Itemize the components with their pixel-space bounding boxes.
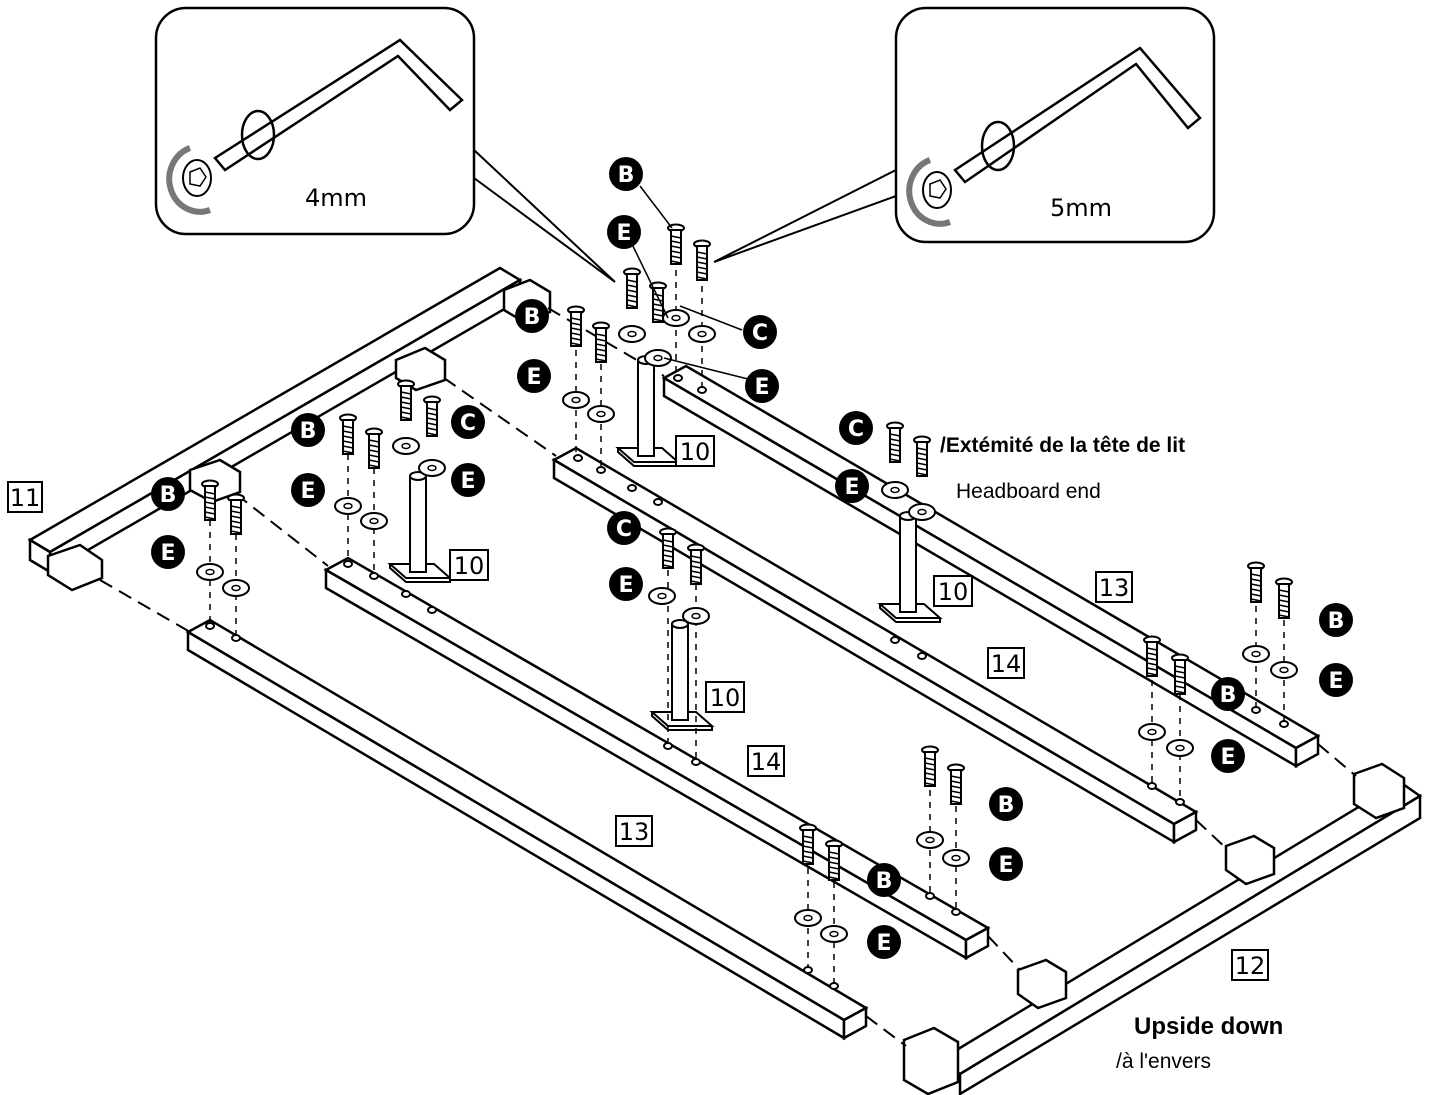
marker-e: E [835,469,869,503]
hardware-set [196,223,1298,990]
part-labels: 11 10 10 10 10 13 14 14 13 12 [7,435,1269,981]
svg-text:10: 10 [454,552,485,580]
headboard-label-en: Headboard end [956,480,1101,503]
marker-c: C [839,411,873,445]
svg-text:14: 14 [991,650,1022,678]
svg-text:12: 12 [1235,952,1266,980]
marker-b: B [291,413,325,447]
svg-text:10: 10 [710,684,741,712]
callout-label-4mm: 4mm [305,184,367,212]
svg-text:B: B [1220,683,1237,708]
callout-4mm: 4mm [154,6,616,283]
marker-e: E [451,463,485,497]
marker-e: E [1211,739,1245,773]
marker-e: E [867,925,901,959]
marker-c: C [607,511,641,545]
svg-text:13: 13 [1099,574,1130,602]
svg-text:14: 14 [751,748,782,776]
svg-text:13: 13 [619,818,650,846]
marker-b: B [609,157,643,191]
leader-lines [629,185,753,381]
marker-e: E [291,473,325,507]
marker-e: E [989,847,1023,881]
svg-text:B: B [160,483,177,508]
marker-e: E [151,535,185,569]
allen-key-icon [166,38,464,215]
marker-b: B [867,863,901,897]
marker-c: C [743,315,777,349]
part-label-10: 10 [449,549,489,581]
svg-text:11: 11 [10,484,41,512]
svg-text:E: E [1328,669,1343,694]
support-post [651,619,713,731]
svg-text:10: 10 [938,578,969,606]
marker-e: E [1319,663,1353,697]
marker-e: E [745,369,779,403]
callout-label-5mm: 5mm [1050,194,1112,222]
svg-text:E: E [160,541,175,566]
marker-e: E [517,359,551,393]
marker-b: B [989,787,1023,821]
svg-text:E: E [876,931,891,956]
part-label-13: 13 [615,815,653,847]
marker-c: C [451,405,485,439]
marker-e: E [607,215,641,249]
part-label-12: 12 [1231,949,1269,981]
svg-text:10: 10 [680,438,711,466]
svg-text:B: B [524,305,541,330]
callout-5mm: 5mm [713,6,1216,263]
upside-down-label-fr: /à l'envers [1116,1050,1211,1073]
svg-text:E: E [300,479,315,504]
svg-text:E: E [1220,745,1235,770]
svg-text:E: E [460,469,475,494]
svg-text:B: B [998,793,1015,818]
part-label-11: 11 [7,481,43,513]
svg-text:E: E [618,573,633,598]
svg-text:B: B [1328,609,1345,634]
svg-text:C: C [848,417,864,442]
svg-text:B: B [618,163,635,188]
upside-down-label-en: Upside down [1134,1013,1283,1040]
svg-text:E: E [844,475,859,500]
svg-text:E: E [526,365,541,390]
svg-text:E: E [754,375,769,400]
svg-text:E: E [998,853,1013,878]
rail-part-14-back [551,446,1199,845]
part-label-14: 14 [747,745,785,777]
svg-text:B: B [876,869,893,894]
marker-b: B [151,477,185,511]
rail-part-13-front [185,618,869,1041]
svg-text:C: C [616,517,632,542]
marker-b: B [1211,677,1245,711]
part-label-10: 10 [705,681,745,713]
marker-b: B [515,299,549,333]
hardware-markers: B E B C E E C B C E E E B C E E B E B E … [151,157,1353,959]
svg-text:C: C [460,411,476,436]
allen-key-icon [906,46,1202,227]
frame-part-12 [902,762,1423,1095]
marker-b: B [1319,603,1353,637]
svg-text:B: B [300,419,317,444]
part-label-10: 10 [675,435,715,467]
support-post [389,471,451,583]
headboard-label-fr: /Extémité de la tête de lit [940,434,1185,457]
svg-text:E: E [616,221,631,246]
svg-text:C: C [752,321,768,346]
part-label-14: 14 [987,647,1025,679]
marker-e: E [609,567,643,601]
support-post [617,355,679,467]
part-label-10: 10 [933,575,973,607]
part-label-13: 13 [1095,571,1133,603]
